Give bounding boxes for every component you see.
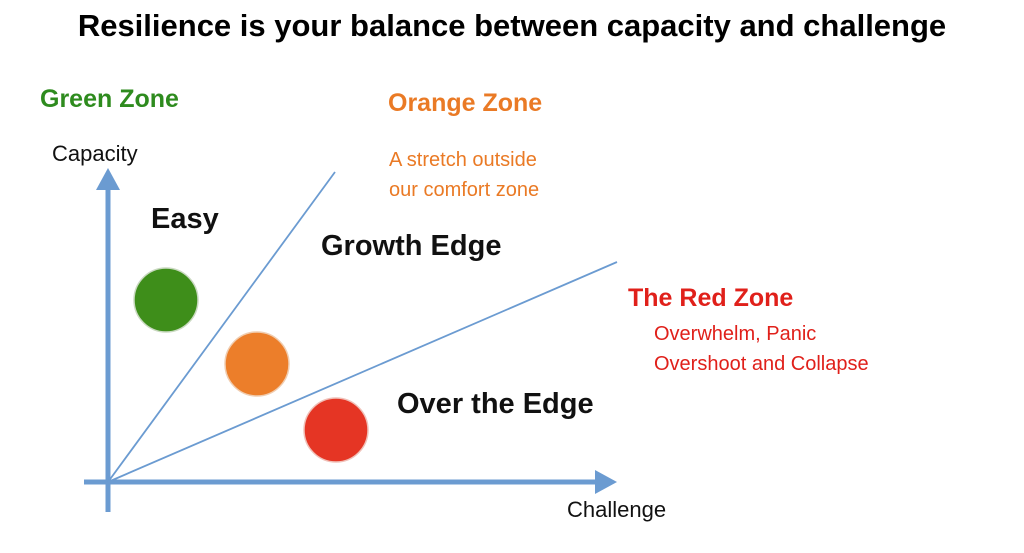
boundary-line-growth-over — [107, 261, 618, 483]
green-zone-label: Green Zone — [40, 85, 179, 113]
red-zone-label: The Red Zone — [628, 284, 794, 312]
page-title: Resilience is your balance between capac… — [77, 8, 947, 43]
red-zone-description: Overwhelm, Panic Overshoot and Collapse — [654, 319, 869, 379]
region-easy-label: Easy — [151, 203, 219, 235]
orange-zone-desc-line: A stretch outside — [389, 149, 537, 171]
region-growth-label: Growth Edge — [321, 230, 502, 262]
green-dot — [133, 267, 199, 333]
red-zone-desc-line: Overwhelm, Panic — [654, 323, 817, 345]
region-over-label: Over the Edge — [397, 388, 594, 420]
red-zone-desc-line: Overshoot and Collapse — [654, 353, 869, 375]
orange-dot — [224, 331, 290, 397]
x-axis-arrow-icon — [595, 470, 617, 494]
y-axis-label: Capacity — [52, 141, 138, 166]
red-dot — [303, 397, 369, 463]
orange-zone-label: Orange Zone — [388, 89, 543, 117]
x-axis-label: Challenge — [567, 497, 667, 522]
orange-zone-desc-line: our comfort zone — [389, 179, 540, 201]
orange-zone-description: A stretch outside our comfort zone — [389, 145, 539, 205]
boundary-line-easy-growth — [107, 171, 336, 483]
y-axis-arrow-icon — [96, 168, 120, 190]
